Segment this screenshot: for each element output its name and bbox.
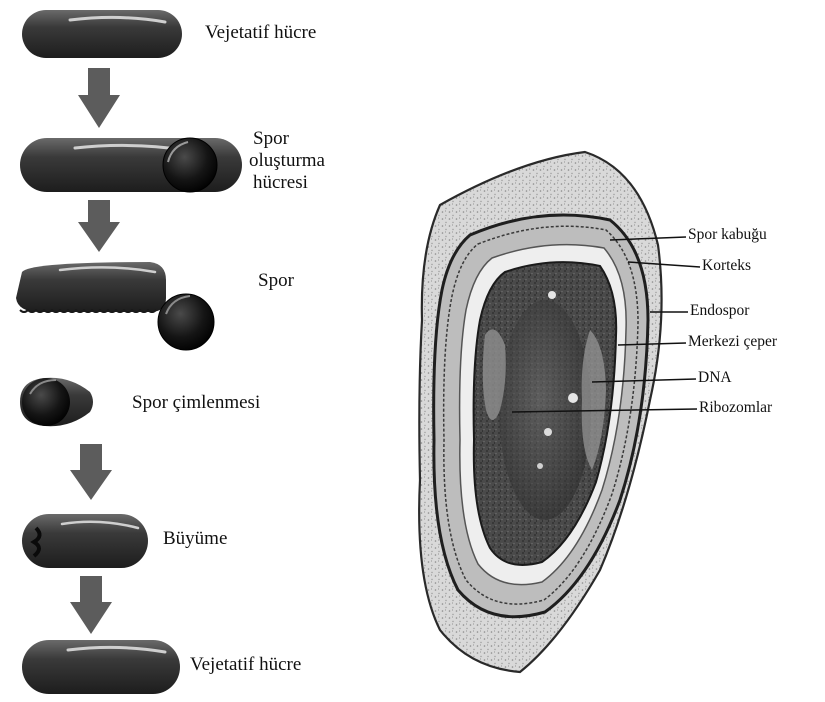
arrow-down-icon bbox=[70, 576, 112, 634]
label-spore-forming-line-1: Spor bbox=[253, 128, 393, 150]
label-spore-forming-line-2: oluşturma bbox=[249, 150, 393, 172]
label-central-wall: Merkezi çeper bbox=[688, 333, 777, 351]
spore-germination bbox=[20, 378, 93, 426]
label-spore-coat: Spor kabuğu bbox=[688, 226, 767, 244]
arrow-down-icon bbox=[78, 200, 120, 252]
vegetative-cell-2 bbox=[22, 640, 180, 694]
arrow-down-icon bbox=[70, 444, 112, 500]
label-growth: Büyüme bbox=[163, 528, 227, 550]
label-spore: Spor bbox=[258, 270, 294, 292]
label-spore-forming-line-3: hücresi bbox=[253, 172, 393, 194]
label-dna: DNA bbox=[698, 369, 732, 387]
label-ribosomes: Ribozomlar bbox=[699, 399, 772, 417]
label-cortex: Korteks bbox=[702, 257, 751, 275]
growth-cell bbox=[22, 514, 148, 568]
label-vegetative-cell-2: Vejetatif hücre bbox=[190, 654, 301, 676]
label-vegetative-cell-1: Vejetatif hücre bbox=[205, 22, 316, 44]
label-spore-germination: Spor çimlenmesi bbox=[132, 392, 260, 414]
spore-release bbox=[16, 262, 214, 350]
label-endospore: Endospor bbox=[690, 302, 749, 320]
arrow-down-icon bbox=[78, 68, 120, 128]
spore-forming-cell bbox=[20, 138, 242, 192]
endospore-micrograph bbox=[419, 152, 700, 672]
label-spore-forming-cell: Spor oluşturma hücresi bbox=[253, 128, 393, 194]
vegetative-cell-1 bbox=[22, 10, 182, 58]
